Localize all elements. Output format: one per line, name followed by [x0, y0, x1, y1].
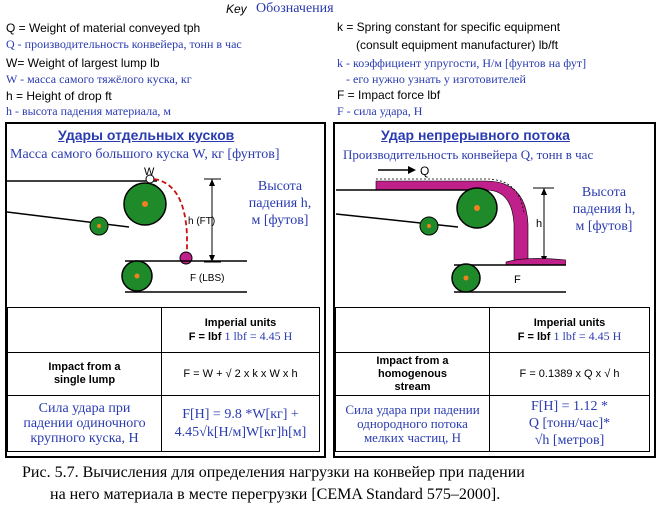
- key-w-en: W= Weight of largest lump lb: [6, 56, 160, 70]
- lump-falling-icon: [179, 251, 193, 265]
- caption-line-1: Рис. 5.7. Вычисления для определения наг…: [22, 464, 525, 481]
- left-ru-formula-1: F[Н] = 9.8 *W[кг] +: [182, 406, 299, 422]
- right-units-conv: 1 lbf = 4.45 Н: [553, 328, 622, 343]
- right-ru-formula-1: F[Н] = 1.12 *: [530, 399, 609, 414]
- right-panel: [333, 122, 656, 458]
- left-units-cell: Imperial units F = lbf 1 lbf = 4.45 Н: [161, 307, 320, 353]
- right-ru-formula-2: Q [тонн/час]*: [528, 416, 611, 431]
- key-title-en: Key: [226, 2, 247, 16]
- right-height-label: Высота падения h, м [футов]: [572, 185, 636, 234]
- right-impact-label: Impact from a homogenous stream: [335, 352, 490, 396]
- left-impact-formula: F = W + √ 2 x k x W x h: [161, 352, 320, 396]
- right-ru-formula-cell: F[Н] = 1.12 * Q [тонн/час]* √h [метров]: [489, 395, 650, 452]
- key-q-ru: Q - производительность конвейера, тонн в…: [6, 37, 242, 51]
- left-height-label: Высота падения h, м [футов]: [248, 179, 312, 228]
- key-f-ru: F - сила удара, Н: [337, 104, 423, 118]
- left-units-conv: 1 lbf = 4.45 Н: [224, 328, 293, 343]
- right-diagram: Q h F: [336, 164, 566, 293]
- right-units-title: Imperial units: [533, 316, 606, 329]
- right-units-cell: Imperial units F = lbf 1 lbf = 4.45 Н: [489, 307, 650, 353]
- left-blank-cell: [7, 307, 162, 353]
- key-q-en: Q = Weight of material conveyed tph: [6, 21, 201, 35]
- w-label: W: [144, 166, 155, 178]
- left-impact-label: Impact from a single lump: [7, 352, 162, 396]
- key-k-en: k = Spring constant for specific equipme…: [337, 20, 561, 34]
- left-panel-subtitle: Масса самого большого куска W, кг [фунто…: [10, 147, 280, 162]
- right-ru-formula-3: √h [метров]: [534, 433, 605, 448]
- left-panel: [5, 122, 326, 458]
- key-f-en: F = Impact force lbf: [337, 88, 441, 102]
- right-impact-formula: F = 0.1389 x Q x √ h: [489, 352, 650, 396]
- left-units-formula: F = lbf: [188, 330, 222, 343]
- left-ru-formula-2: 4.45√k[Н/м]W[кг]h[м]: [174, 424, 307, 440]
- left-units-title: Imperial units: [204, 316, 277, 329]
- right-ru-label: Сила удара при падении однородного поток…: [335, 395, 490, 452]
- caption-line-2: на него материала в месте перегрузки [CE…: [50, 486, 501, 503]
- left-panel-title: Удары отдельных кусков: [58, 127, 235, 143]
- left-ru-label: Сила удара при падении одиночного крупно…: [7, 395, 162, 452]
- f-label: F (LBS): [190, 273, 224, 284]
- key-w-ru: W - масса самого тяжёлого куска, кг: [6, 72, 192, 86]
- right-blank-cell: [335, 307, 490, 353]
- left-diagram: W h (FT) F (LBS): [7, 166, 247, 293]
- key-k-ru2: - его нужно узнать у изготовителей: [346, 72, 526, 86]
- right-units-formula: F = lbf: [517, 330, 551, 343]
- key-h-en: h = Height of drop ft: [6, 89, 112, 103]
- key-k-ru: k - коэффициент упругости, Н/м [фунтов н…: [337, 56, 587, 70]
- left-ru-formula-cell: F[Н] = 9.8 *W[кг] + 4.45√k[Н/м]W[кг]h[м]: [161, 395, 320, 452]
- key-k-en2: (consult equipment manufacturer) lb/ft: [356, 38, 559, 52]
- key-title-ru: Обозначения: [256, 1, 334, 16]
- right-panel-title: Удар непрерывного потока: [381, 127, 570, 143]
- q-label: Q: [420, 164, 429, 178]
- h-label: h (FT): [188, 216, 215, 227]
- key-h-ru: h - высота падения материала, м: [6, 104, 172, 118]
- right-f-label: F: [514, 274, 521, 286]
- right-panel-subtitle: Производительность конвейера Q, тонн в ч…: [343, 147, 594, 162]
- right-h-label: h: [536, 218, 542, 230]
